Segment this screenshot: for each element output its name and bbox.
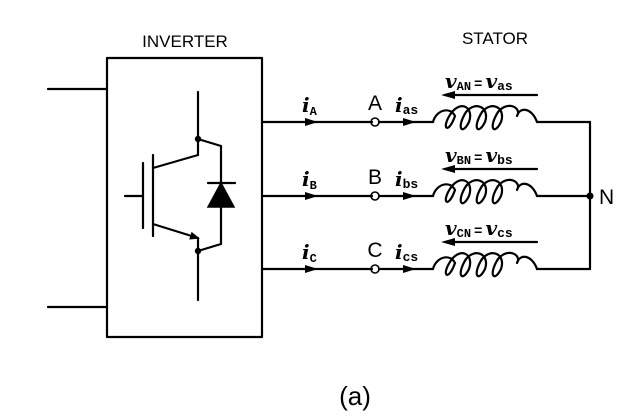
- neutral-junction-dot: [586, 192, 594, 200]
- terminal-c-label: C: [367, 239, 382, 262]
- inverter-box: [105, 56, 264, 339]
- figure-caption: (a): [339, 381, 371, 411]
- phase-b-branch: iB B ibs vBN=vbs: [260, 143, 592, 205]
- coil-b-icon: [431, 178, 539, 205]
- voltage-a-label: vAN=vas: [445, 69, 513, 94]
- coil-c-icon: [431, 251, 539, 278]
- terminal-a-label: A: [368, 92, 382, 115]
- phase-c-branch: iC C ics vCN=vcs: [260, 216, 592, 278]
- voltage-c-label: vCN=vcs: [445, 216, 513, 241]
- inverter-title: INVERTER: [142, 32, 228, 51]
- phase-a-branch: iA A ias vAN=vas: [260, 69, 592, 131]
- phase-current-b-label: ibs: [395, 167, 418, 192]
- terminal-b-label: B: [368, 166, 382, 189]
- line-current-c-label: iC: [302, 240, 317, 266]
- phase-current-c-label: ics: [395, 240, 418, 265]
- diode-icon: [196, 137, 237, 253]
- voltage-b-label: vBN=vbs: [445, 143, 513, 168]
- line-current-a-label: iA: [302, 93, 318, 119]
- line-current-b-label: iB: [302, 167, 317, 193]
- phase-current-a-label: ias: [395, 93, 418, 118]
- stator-title: STATOR: [462, 29, 528, 48]
- igbt-icon: [123, 90, 202, 302]
- neutral-label: N: [599, 186, 614, 209]
- coil-a-icon: [431, 104, 539, 131]
